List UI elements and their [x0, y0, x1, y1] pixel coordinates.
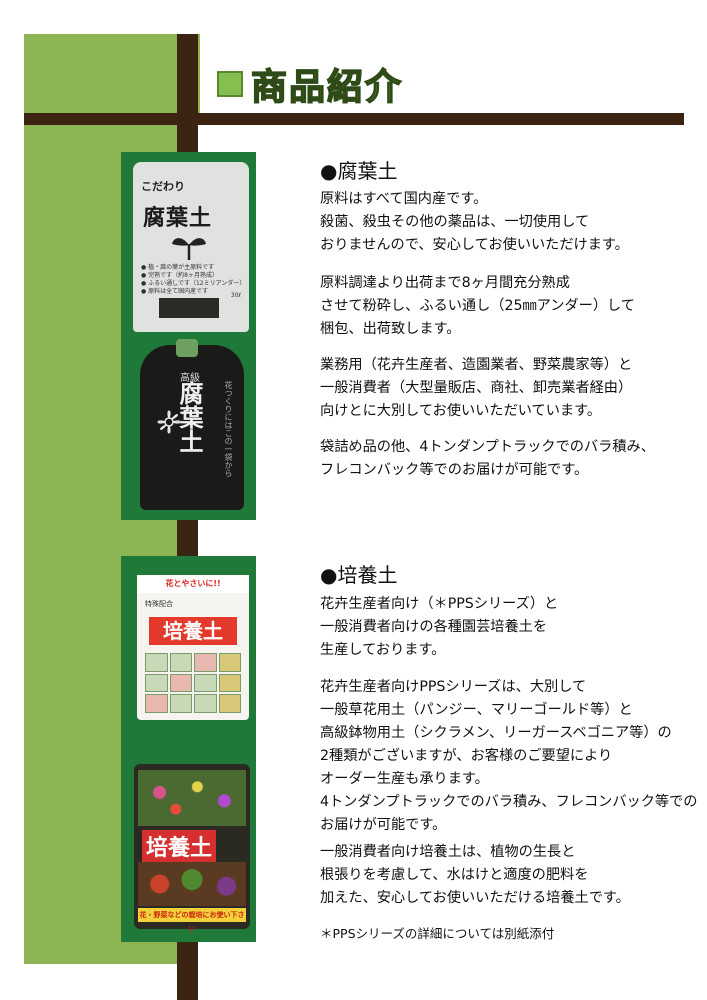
- green-top-block: [24, 34, 200, 124]
- bag-product-name: 培養土: [142, 830, 217, 862]
- vegetable-photo: [138, 862, 246, 906]
- bag-side-text: 花つくりにはこの一袋から: [224, 381, 233, 477]
- page-title: 商品紹介: [217, 62, 403, 109]
- product-heading-baiyodo: ●培養土: [320, 563, 398, 587]
- brown-horizontal-bar: [24, 113, 684, 125]
- bag-product-name: 腐葉土: [143, 206, 213, 231]
- product-heading-fuyodo: ●腐葉土: [320, 159, 398, 183]
- bag-feature-lines: ● 植・腐の葉が主原料です ● 完熟です（約8ヶ月熟成） ● ふるい通しです（1…: [141, 264, 246, 295]
- bag-bottom-stripe: 花・野菜などの栽培にお使い下さい: [138, 908, 246, 933]
- baiyodo-paragraph-2: 花卉生産者向けPPSシリーズは、大別して 一般草花用土（パンジー、マリーゴールド…: [320, 679, 698, 833]
- bag-sub-text: 特殊配合: [145, 600, 173, 608]
- title-square-icon: [217, 71, 243, 97]
- bag-catch-text: こだわり: [141, 180, 185, 193]
- fuyodo-paragraph-3: 業務用（花卉生産者、造園業者、野菜農家等）と 一般消費者（大型量販店、商社、卸売…: [320, 357, 633, 419]
- baiyodo-bag-image-2: 培養土 花・野菜などの栽培にお使い下さい: [134, 764, 250, 933]
- bag-weight: 30ℓ: [230, 292, 241, 299]
- plant-photo-grid: [145, 653, 241, 713]
- bag-tie: [176, 339, 198, 357]
- fuyodo-bag-image-1: こだわり 腐葉土 ● 植・腐の葉が主原料です ● 完熟です（約8ヶ月熟成） ● …: [133, 162, 249, 332]
- bag-product-name: 培養土: [149, 617, 237, 645]
- bag-top-catch: 花とやさいに!!: [137, 575, 249, 593]
- fuyodo-paragraph-2: 原料調達より出荷まで8ヶ月間充分熟成 させて粉砕し、ふるい通し（25㎜アンダー）…: [320, 275, 635, 337]
- bag-product-name: 腐葉土: [175, 381, 203, 453]
- sprout-icon: [172, 238, 206, 260]
- bag-grade-text: 高級: [180, 373, 200, 384]
- baiyodo-paragraph-1: 花卉生産者向け（＊PPSシリーズ）と 一般消費者向けの各種園芸培養土を 生産して…: [320, 596, 559, 658]
- baiyodo-bag-image-1: 花とやさいに!! 特殊配合 培養土: [137, 575, 249, 720]
- flower-icon: [157, 410, 181, 434]
- fuyodo-paragraph-1: 原料はすべて国内産です。 殺菌、殺虫その他の薬品は、一切使用して おりませんので…: [320, 191, 629, 253]
- fuyodo-paragraph-4: 袋詰め品の他、4トンダンプトラックでのバラ積み、 フレコンバック等でのお届けが可…: [320, 439, 655, 478]
- page-title-text: 商品紹介: [250, 66, 404, 109]
- baiyodo-paragraph-3: 一般消費者向け培養土は、植物の生長と 根張りを考慮して、水はけと適度の肥料を 加…: [320, 844, 630, 906]
- pps-footnote: ＊PPSシリーズの詳細については別紙添付: [320, 926, 555, 941]
- flower-photo: [138, 770, 246, 826]
- fuyodo-bag-image-2: 高級 腐葉土 花つくりにはこの一袋から: [140, 339, 244, 510]
- soil-window: [159, 298, 219, 318]
